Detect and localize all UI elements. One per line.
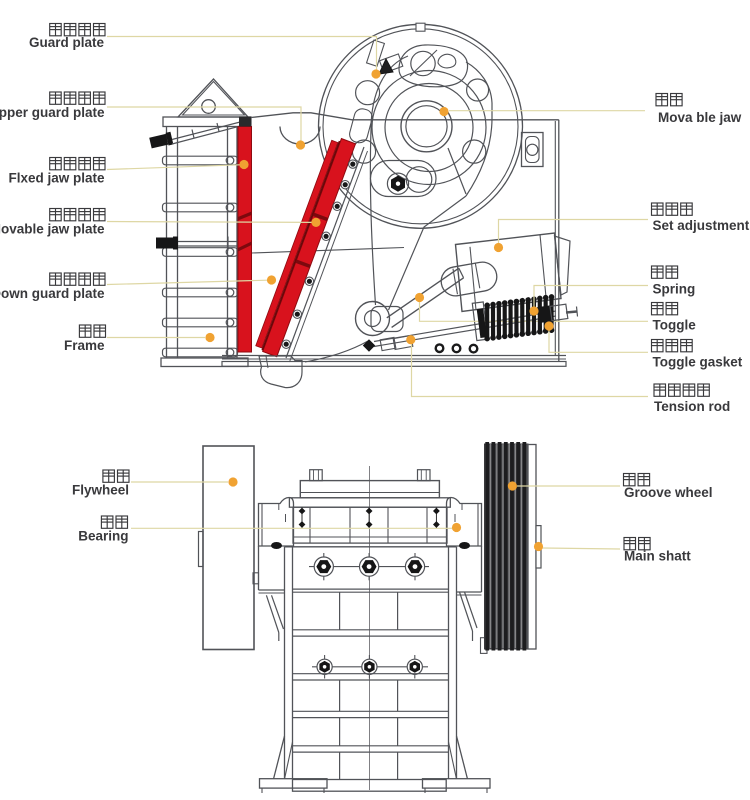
svg-text:Main shatt: Main shatt xyxy=(624,549,691,564)
svg-text:Toggle gasket: Toggle gasket xyxy=(653,355,743,370)
svg-text:Flxed jaw plate: Flxed jaw plate xyxy=(8,171,105,186)
svg-text:Mova ble jaw: Mova ble jaw xyxy=(658,110,742,125)
svg-text:Groove wheel: Groove wheel xyxy=(624,485,713,500)
svg-text:Bearing: Bearing xyxy=(78,529,128,544)
svg-text:Flywheel: Flywheel xyxy=(72,483,129,498)
svg-text:Toggle: Toggle xyxy=(653,318,697,333)
svg-text:Tension rod: Tension rod xyxy=(654,399,730,414)
svg-text:Upper guard plate: Upper guard plate xyxy=(0,105,105,120)
svg-text:Spring: Spring xyxy=(653,282,696,297)
svg-text:Movable jaw plate: Movable jaw plate xyxy=(0,222,105,237)
svg-text:Down guard plate: Down guard plate xyxy=(0,286,105,301)
svg-text:Set adjustment: Set adjustment xyxy=(653,218,750,233)
svg-text:Frame: Frame xyxy=(64,338,105,353)
svg-text:Guard plate: Guard plate xyxy=(29,35,105,50)
